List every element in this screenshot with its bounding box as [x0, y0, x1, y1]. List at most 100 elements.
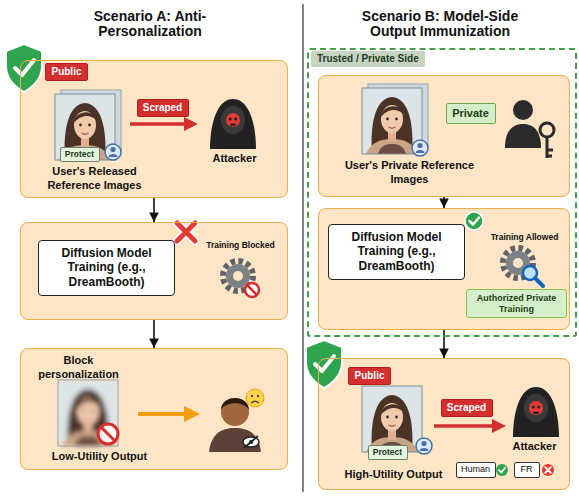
allowed-check	[470, 218, 480, 225]
key-owner-icon	[547, 149, 553, 152]
scrape-arrow	[130, 122, 186, 126]
fail-cross	[542, 464, 554, 476]
divider-line	[303, 4, 304, 492]
sad-user	[257, 395, 259, 397]
magnifier	[523, 266, 543, 286]
key-owner-icon	[505, 124, 541, 148]
prohibit-sign	[101, 427, 115, 441]
sad-user	[221, 398, 249, 426]
output-arrow	[138, 406, 200, 422]
reference-photos	[55, 90, 121, 160]
shield-check	[6, 44, 42, 92]
panel-text: Attacker	[212, 152, 256, 165]
output-photo	[362, 386, 422, 452]
box-text: Protect	[373, 447, 402, 457]
attacker-icon	[513, 387, 559, 437]
panel-text: Training Allowed	[491, 232, 559, 242]
fail-cross	[542, 464, 554, 476]
status-tag: Scraped	[441, 399, 493, 417]
key-owner-icon	[540, 123, 554, 137]
text-slot: Low-Utility Output	[40, 450, 160, 464]
pass-check	[496, 464, 508, 476]
heading-slot: Scenario A: Anti-Personalization	[50, 6, 250, 42]
stage-panel: Diffusion Model Training (e.g., DreamBoo…	[318, 208, 570, 330]
box-text: Protect	[65, 149, 94, 159]
text-slot: Training Allowed	[484, 232, 566, 244]
sad-user	[209, 389, 264, 452]
key-owner-icon	[547, 155, 552, 158]
column-heading: Scenario B: Model-Side Output Immunizati…	[360, 9, 520, 39]
process-box: Diffusion Model Training (e.g., DreamBoo…	[328, 224, 465, 280]
shield-check	[306, 340, 342, 388]
status-tag: Public	[45, 63, 88, 81]
blurred-photo	[58, 380, 118, 446]
prohibit-badge	[245, 283, 259, 297]
panel-fill	[318, 75, 570, 197]
prohibit-badge	[247, 285, 257, 295]
protect-tag: Protect	[368, 445, 408, 460]
blurred-photo	[58, 380, 118, 446]
blocked-mark	[177, 223, 195, 241]
blocked-mark	[177, 223, 195, 241]
scrape-arrow	[492, 419, 506, 433]
flow-arrow	[443, 197, 445, 208]
box-text: Private	[452, 107, 489, 120]
allowed-check	[465, 212, 483, 230]
panel-text: High-Utility Output	[345, 468, 443, 481]
panel-text: Training Blocked	[206, 240, 275, 250]
text-slot: High-Utility Output	[332, 468, 456, 482]
panel-text: User's Private Reference Images	[345, 159, 475, 185]
box-text: Public	[354, 370, 384, 382]
blocked-mark	[177, 223, 195, 241]
fail-cross	[545, 467, 551, 473]
panel-fill	[20, 348, 288, 470]
scrape-arrow	[434, 424, 494, 428]
prohibit-sign	[98, 424, 118, 444]
allowed-check	[465, 212, 483, 230]
sad-user	[243, 437, 259, 447]
flow-arrow	[153, 198, 155, 222]
text-slot: Training Blocked	[196, 240, 286, 252]
output-arrow	[184, 406, 200, 422]
attacker-icon	[210, 99, 256, 149]
scrape-arrow	[184, 117, 198, 131]
output-photo	[416, 438, 432, 454]
column-heading: Scenario A: Anti-Personalization	[50, 9, 250, 39]
protect-tag: Protect	[60, 147, 100, 162]
trusted-region: PrivateUser's Private Reference ImagesDi…	[307, 48, 577, 337]
text-slot: Attacker	[204, 152, 266, 166]
reference-photos	[105, 144, 121, 160]
panel-fill	[20, 222, 288, 320]
scrape-arrow	[434, 419, 506, 433]
stage-panel: PublicScrapedProtectHumanFRHigh-Utility …	[318, 358, 570, 490]
text-slot: Attacker	[504, 440, 566, 454]
check-box: FR	[514, 462, 540, 478]
text-slot: User's Released Reference Images	[40, 164, 150, 194]
stage-panel: PrivateUser's Private Reference Images	[318, 75, 570, 197]
box-text: Scraped	[143, 102, 182, 114]
panel-text: Block personalization	[26, 354, 132, 380]
status-tag: Scraped	[137, 99, 189, 117]
magnifier	[535, 278, 543, 286]
box-text: Public	[51, 66, 81, 78]
panel-fill	[318, 358, 570, 490]
output-arrow	[138, 412, 186, 416]
auth-box: Authorized Private Training	[466, 289, 567, 318]
pass-check	[499, 468, 505, 473]
text-slot: User's Private Reference Images	[345, 158, 475, 188]
box-text: Scraped	[447, 402, 486, 414]
panel-text: User's Released Reference Images	[40, 165, 150, 191]
divider-line	[302, 4, 303, 492]
status-tag: Public	[348, 367, 391, 385]
box-text: FR	[521, 464, 533, 475]
sad-user	[251, 395, 253, 397]
flow-arrow	[443, 330, 445, 358]
sad-user	[209, 428, 261, 452]
box-text: Authorized Private Training	[471, 293, 562, 315]
flow-arrow	[153, 320, 155, 348]
key-owner-icon	[505, 100, 554, 158]
stage-panel: Diffusion Model Training (e.g., DreamBoo…	[20, 222, 288, 320]
blurred-photo	[58, 380, 118, 446]
panel-fill	[20, 60, 288, 198]
panel-text: Attacker	[512, 440, 556, 453]
